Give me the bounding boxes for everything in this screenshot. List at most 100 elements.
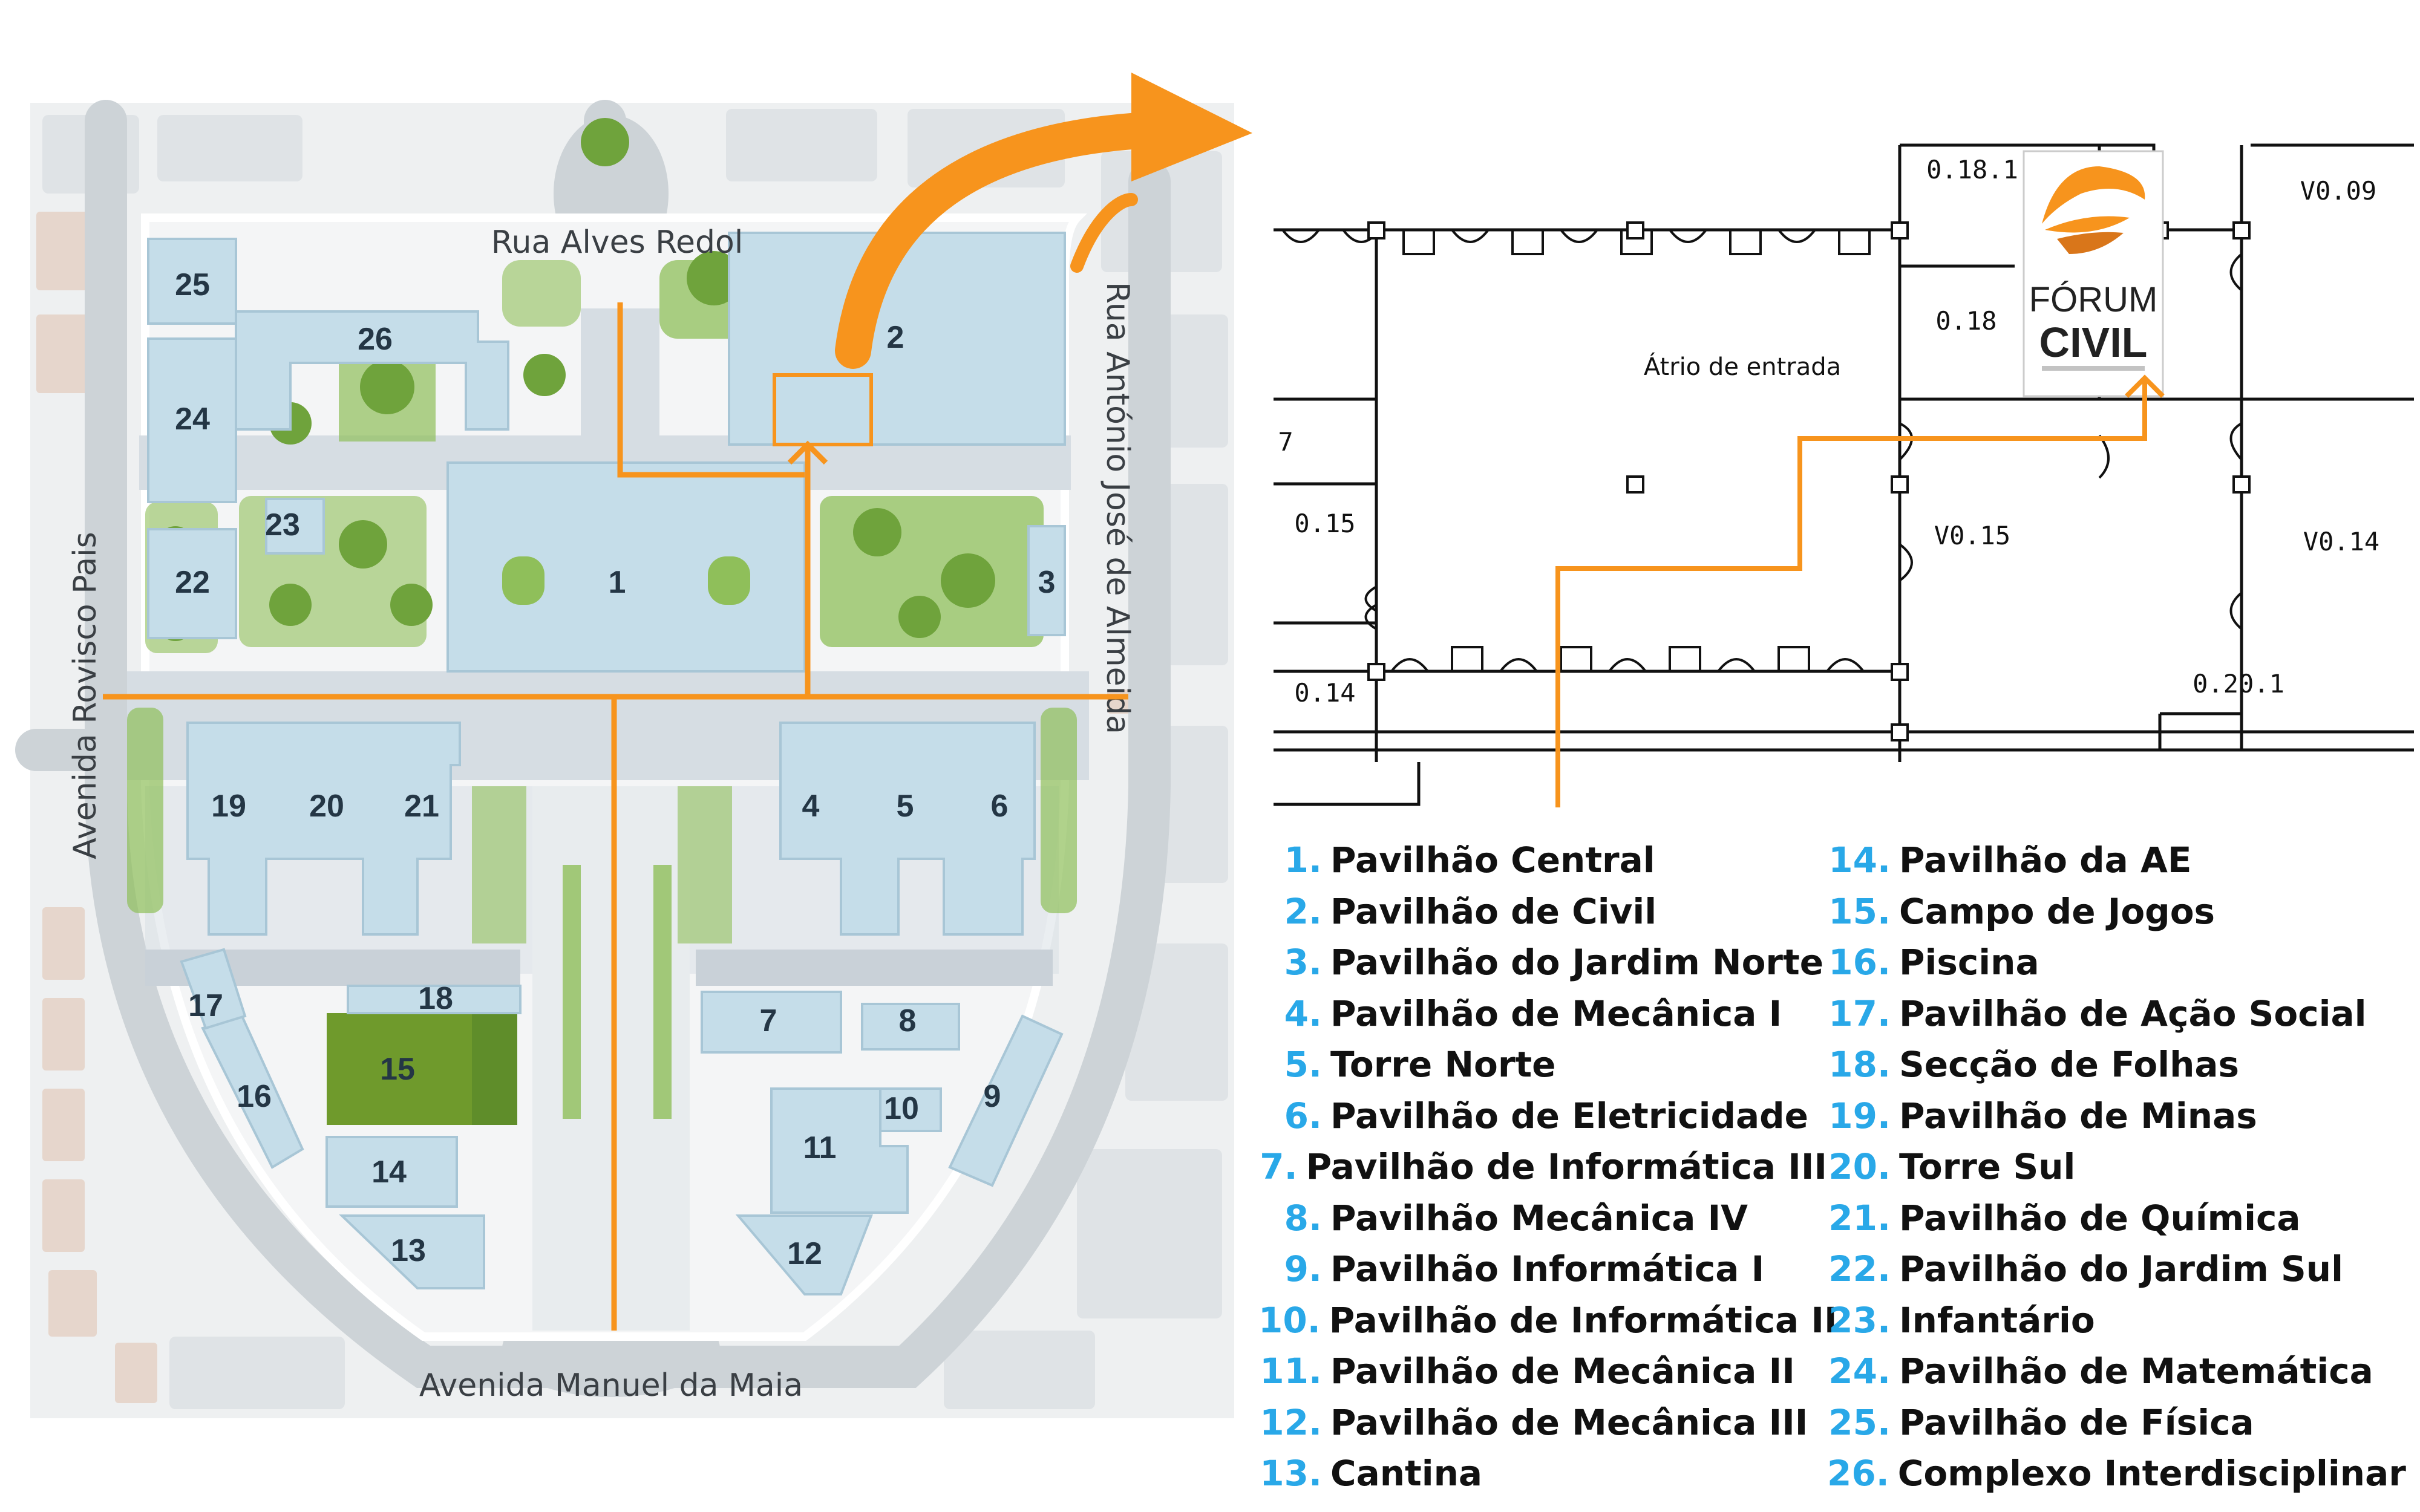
legend-name: Pavilhão Mecânica IV (1330, 1197, 1748, 1239)
legend-column-1: 1.Pavilhão Central 2.Pavilhão de Civil 3… (1258, 835, 1837, 1499)
building-23[interactable] (265, 498, 325, 555)
building-label-22: 22 (175, 565, 210, 600)
room-0-18-1: 0.18.1 (1926, 155, 2018, 184)
building-label-21: 21 (404, 789, 439, 824)
legend-number: 3. (1284, 942, 1322, 983)
room-v0-09: V0.09 (2300, 176, 2376, 206)
legend-item-26: 26. Complexo Interdisciplinar (1827, 1448, 2406, 1499)
legend-name: Pavilhão de Mecânica III (1330, 1401, 1808, 1443)
building-label-23: 23 (265, 507, 300, 543)
south-east-wing (696, 950, 1053, 986)
building-label-10: 10 (884, 1091, 919, 1126)
street-east: Rua António José de Almeida (1099, 282, 1136, 734)
room-0-15: 0.15 (1294, 509, 1355, 538)
building-22[interactable] (147, 528, 237, 639)
legend-name: Pavilhão de Física (1899, 1401, 2254, 1443)
legend-name: Pavilhão de Matemática (1899, 1351, 2373, 1392)
legend-number: 5. (1284, 1044, 1322, 1086)
legend-name: Pavilhão do Jardim Sul (1899, 1248, 2343, 1290)
building-10[interactable] (879, 1087, 942, 1132)
building-label-17: 17 (188, 988, 223, 1023)
building-26[interactable] (235, 310, 509, 431)
legend-number: 7. (1260, 1146, 1298, 1188)
building-25[interactable] (147, 238, 237, 325)
building-4-5-6[interactable] (779, 722, 1036, 936)
legend-number: 22. (1828, 1248, 1891, 1290)
legend-number: 11. (1260, 1351, 1322, 1392)
legend-item-7: 7.Pavilhão de Informática III (1258, 1141, 1827, 1193)
campus-map: 25 26 24 23 22 1 2 3 19 20 21 4 5 6 7 8 … (15, 100, 1234, 1418)
room-0-18: 0.18 (1935, 306, 1996, 336)
legend-number: 4. (1284, 992, 1322, 1034)
building-label-1: 1 (609, 565, 626, 600)
building-9[interactable] (948, 1014, 1064, 1187)
legend-number: 12. (1260, 1401, 1322, 1443)
building-15-field[interactable] (327, 1013, 472, 1125)
legend-item-1: 1.Pavilhão Central (1258, 835, 1827, 886)
building-12[interactable] (735, 1214, 873, 1295)
legend-item-18: 18.Secção de Folhas (1827, 1039, 2396, 1090)
route-lines (103, 302, 1128, 1331)
legend-item-12: 12.Pavilhão de Mecânica III (1258, 1397, 1827, 1448)
building-24[interactable] (147, 337, 237, 503)
atrium-label: Átrio de entrada (1644, 352, 1841, 381)
legend-number: 10. (1258, 1299, 1321, 1341)
legend-number: 26. (1827, 1453, 1889, 1494)
legend-name: Campo de Jogos (1899, 890, 2216, 932)
legend-name: Pavilhão Informática I (1330, 1248, 1765, 1290)
building-18[interactable] (347, 985, 522, 1014)
room-v0-15: V0.15 (1934, 521, 2010, 550)
legend-name: Torre Norte (1330, 1044, 1556, 1086)
legend-item-19: 19.Pavilhão de Minas (1827, 1090, 2396, 1142)
legend-number: 18. (1828, 1044, 1891, 1086)
logo-small-print (2042, 366, 2145, 371)
legend-number: 21. (1828, 1197, 1891, 1239)
legend-number: 1. (1284, 839, 1322, 881)
building-label-26: 26 (358, 322, 393, 357)
building-7[interactable] (701, 991, 842, 1054)
floor-plan-route (1555, 374, 2165, 807)
building-label-6: 6 (991, 789, 1009, 824)
legend-number: 17. (1828, 992, 1891, 1034)
wall-bottom-left-step (1274, 762, 1421, 806)
legend-item-20: 20.Torre Sul (1827, 1141, 2396, 1193)
legend-item-3: 3.Pavilhão do Jardim Norte (1258, 937, 1827, 988)
legend-item-4: 4.Pavilhão de Mecânica I (1258, 988, 1827, 1040)
building-17[interactable] (180, 948, 247, 1030)
building-8[interactable] (861, 1003, 960, 1051)
legend-item-21: 21.Pavilhão de Química (1827, 1193, 2396, 1244)
building-14[interactable] (325, 1136, 458, 1208)
legend-name: Cantina (1330, 1453, 1483, 1494)
room-0-20-1: 0.20.1 (2193, 669, 2284, 699)
building-19-20-21[interactable] (186, 722, 461, 936)
building-label-25: 25 (175, 267, 210, 302)
legend-number: 19. (1828, 1095, 1891, 1136)
building-label-20: 20 (309, 789, 344, 824)
legend-item-24: 24.Pavilhão de Matemática (1827, 1346, 2396, 1397)
building-2[interactable] (728, 232, 1066, 446)
legend-number: 16. (1828, 942, 1891, 983)
legend-number: 2. (1284, 890, 1322, 932)
building-label-9: 9 (984, 1079, 1001, 1114)
legend-item-10: 10.Pavilhão de Informática II (1258, 1295, 1837, 1346)
legend-name: Pavilhão de Mecânica II (1330, 1351, 1795, 1392)
legend-number: 20. (1828, 1146, 1891, 1188)
legend-item-9: 9.Pavilhão Informática I (1258, 1243, 1827, 1295)
building-label-14: 14 (371, 1155, 407, 1190)
legend-item-5: 5.Torre Norte (1258, 1039, 1827, 1090)
building-3[interactable] (1027, 525, 1066, 636)
legend-item-22: 22.Pavilhão do Jardim Sul (1827, 1243, 2396, 1295)
legend-item-15: 15.Campo de Jogos (1827, 886, 2396, 937)
building-label-8: 8 (899, 1003, 917, 1038)
building-1-courtyards (502, 556, 750, 605)
building-11[interactable] (770, 1087, 909, 1214)
building-label-7: 7 (760, 1003, 777, 1038)
legend-item-11: 11.Pavilhão de Mecânica II (1258, 1346, 1827, 1397)
legend-number: 13. (1260, 1453, 1322, 1494)
building-13[interactable] (339, 1214, 485, 1289)
legend-number: 23. (1828, 1299, 1891, 1341)
legend-name: Pavilhão de Mecânica I (1330, 992, 1782, 1034)
building-1[interactable] (446, 461, 806, 673)
building-15-court (472, 1013, 517, 1125)
legend-item-23: 23.Infantário (1827, 1295, 2396, 1346)
